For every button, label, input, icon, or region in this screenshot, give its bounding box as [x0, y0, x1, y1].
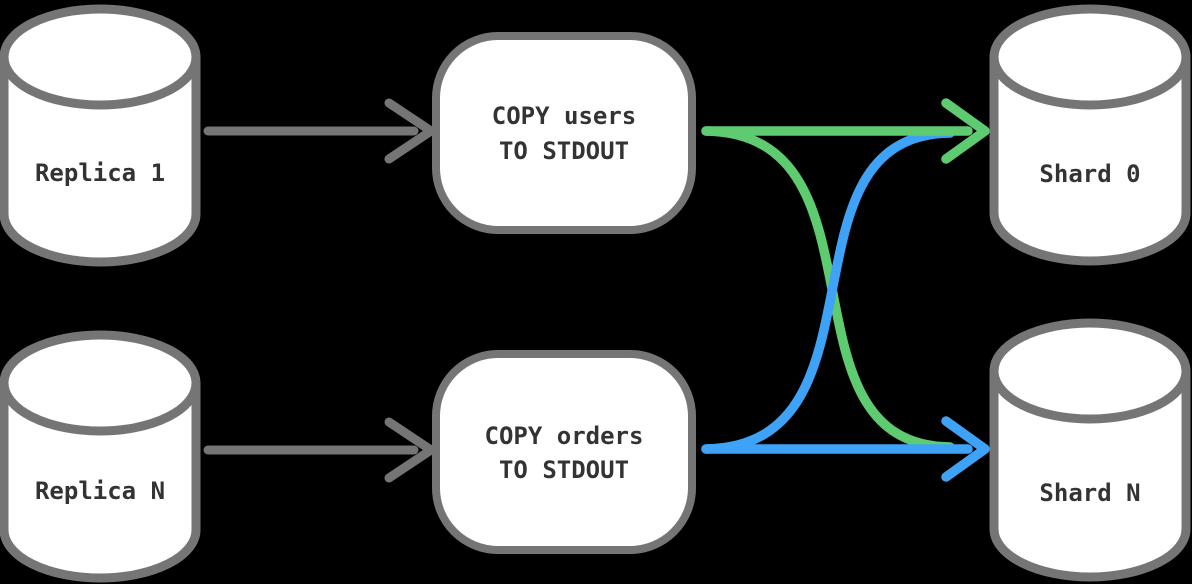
cylinder-bottom [0, 529, 201, 583]
cylinder-bottom [989, 528, 1191, 582]
shard-0-label: Shard 0 [1039, 160, 1140, 188]
cylinder-top [0, 330, 201, 436]
replica-1-node: Replica 1 [0, 4, 201, 267]
cylinder-top [989, 318, 1191, 424]
arrowhead-icon [384, 417, 436, 483]
copy-orders-label-line2: TO STDOUT [499, 456, 629, 484]
cylinder-top [989, 4, 1191, 110]
shard-n-label: Shard N [1039, 479, 1140, 507]
cylinder-sides [0, 57, 201, 214]
arrowhead-icon [384, 98, 436, 164]
shard-n-node: Shard N [989, 318, 1191, 582]
cylinder-sides [989, 371, 1191, 529]
cylinder-sides [989, 57, 1191, 213]
cylinder-bottom [0, 213, 201, 267]
blue-arrowhead-icon [941, 416, 990, 482]
process-box [432, 32, 696, 234]
copy-orders-node: COPY orders TO STDOUT [432, 350, 696, 554]
shard-0-node: Shard 0 [989, 4, 1191, 266]
cylinder-top [0, 4, 201, 110]
copy-users-label-line2: TO STDOUT [499, 137, 629, 165]
copy-users-label-line1: COPY users [492, 102, 637, 130]
copy-orders-label-line1: COPY orders [485, 422, 644, 450]
cylinder-bottom [989, 212, 1191, 266]
process-box [432, 350, 696, 554]
flow-blue-copyorders-to-shard0 [701, 128, 955, 454]
replica-n-label: Replica N [35, 477, 165, 505]
arrow-replica1-to-copyusers [203, 98, 436, 164]
replica-1-label: Replica 1 [35, 159, 165, 187]
green-arrowhead-icon [941, 98, 990, 164]
cylinder-sides [0, 383, 201, 530]
replica-n-node: Replica N [0, 330, 201, 583]
copy-users-node: COPY users TO STDOUT [432, 32, 696, 234]
arrow-replican-to-copyorders [203, 417, 436, 483]
